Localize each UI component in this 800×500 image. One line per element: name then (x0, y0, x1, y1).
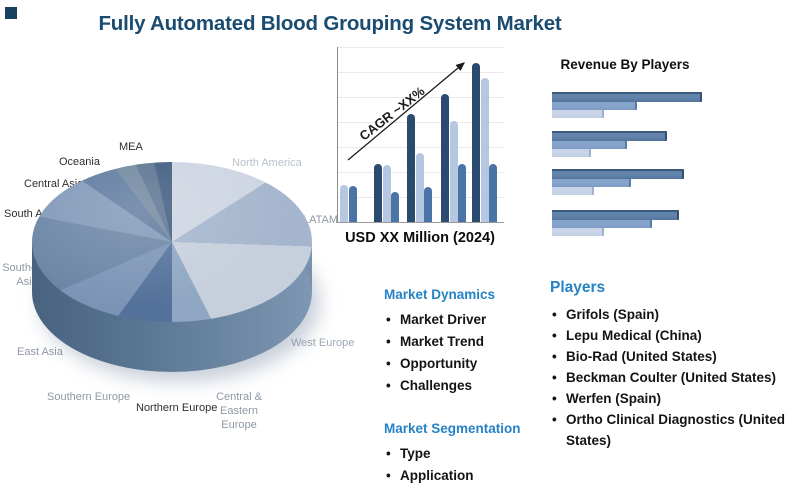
trend-caption: USD XX Million (2024) (345, 230, 495, 246)
dynamics-item-opportunity: Opportunity (384, 353, 514, 375)
pie-label-west-europe: West Europe (291, 337, 355, 349)
player-item-werfen-spain: Werfen (Spain) (550, 388, 792, 409)
players-list: Grifols (Spain)Lepu Medical (China)Bio-R… (550, 304, 792, 451)
trend-bar-g1-blue (348, 186, 357, 222)
trend-bar-chart: CAGR ~XX% (337, 47, 504, 223)
revenue-bar-g4-medium (552, 219, 652, 228)
dynamics-item-challenges: Challenges (384, 375, 514, 397)
trend-bar-g1-light (340, 185, 348, 222)
dynamics-item-market-driver: Market Driver (384, 309, 514, 331)
pie-label-east-asia: East Asia (17, 346, 63, 358)
pie-top-surface (32, 162, 312, 322)
market-dynamics-section: Market Dynamics Market DriverMarket Tren… (384, 287, 514, 397)
market-segmentation-heading: Market Segmentation (384, 421, 521, 436)
market-dynamics-heading: Market Dynamics (384, 287, 496, 302)
players-heading: Players (550, 279, 606, 296)
player-item-bio-rad-united-states: Bio-Rad (United States) (550, 346, 792, 367)
pie-label-southern-europe: Southern Europe (47, 391, 131, 403)
pie-label-latam: LATAM (303, 214, 339, 226)
market-dynamics-list: Market DriverMarket TrendOpportunityChal… (384, 309, 514, 397)
pie-label-northern-europe: Northern Europe (136, 402, 218, 414)
trend-bar-g2-blue (391, 192, 400, 222)
trend-bar-g4-light (449, 121, 458, 222)
player-item-beckman-coulter-united-states: Beckman Coulter (United States) (550, 367, 792, 388)
pie-label-oceania: Oceania (59, 156, 100, 168)
segmentation-item-type: Type (384, 443, 524, 465)
page-title: Fully Automated Blood Grouping System Ma… (98, 12, 562, 35)
dynamics-item-market-trend: Market Trend (384, 331, 514, 353)
players-section: Players Grifols (Spain)Lepu Medical (Chi… (550, 279, 792, 451)
regional-pie-chart (32, 162, 312, 377)
revenue-bar-g3-dark (552, 169, 684, 179)
trend-bar-g3-light (415, 153, 424, 222)
trend-bar-g4-blue (458, 164, 467, 222)
pie-label-central-eastern-europe: Central & Eastern Europe (216, 391, 262, 431)
cagr-arrow-icon (347, 62, 465, 161)
trend-bar-g4-dark (441, 94, 449, 222)
trend-bar-g5-blue (489, 164, 498, 222)
corner-accent-square (5, 7, 17, 19)
player-item-lepu-medical-china: Lepu Medical (China) (550, 325, 792, 346)
market-segmentation-section: Market Segmentation TypeApplication (384, 421, 524, 487)
player-item-grifols-spain: Grifols (Spain) (550, 304, 792, 325)
revenue-bar-g4-dark (552, 210, 679, 220)
revenue-bar-g3-light (552, 186, 594, 195)
trend-bar-g2-light (382, 165, 391, 222)
trend-bar-g5-dark (472, 63, 480, 222)
revenue-bar-g3-medium (552, 178, 631, 187)
pie-label-mea: MEA (119, 141, 143, 153)
trend-bar-g5-light (480, 78, 489, 222)
revenue-bar-g2-light (552, 148, 591, 157)
revenue-bar-g1-medium (552, 101, 637, 110)
trend-bar-g3-blue (424, 187, 433, 222)
trend-bar-g3-dark (407, 114, 415, 222)
revenue-bar-g1-light (552, 109, 604, 118)
trend-bar-g2-dark (374, 164, 382, 222)
revenue-bar-g4-light (552, 227, 604, 236)
revenue-bar-g1-dark (552, 92, 702, 102)
market-segmentation-list: TypeApplication (384, 443, 524, 487)
revenue-bar-chart (552, 90, 702, 242)
player-item-ortho-clinical-diagnostics-united-states: Ortho Clinical Diagnostics (United State… (550, 409, 792, 451)
revenue-bar-g2-dark (552, 131, 667, 141)
revenue-bar-g2-medium (552, 140, 627, 149)
pie-label-north-america: North America (232, 157, 302, 169)
revenue-chart-title: Revenue By Players (560, 57, 690, 72)
segmentation-item-application: Application (384, 465, 524, 487)
